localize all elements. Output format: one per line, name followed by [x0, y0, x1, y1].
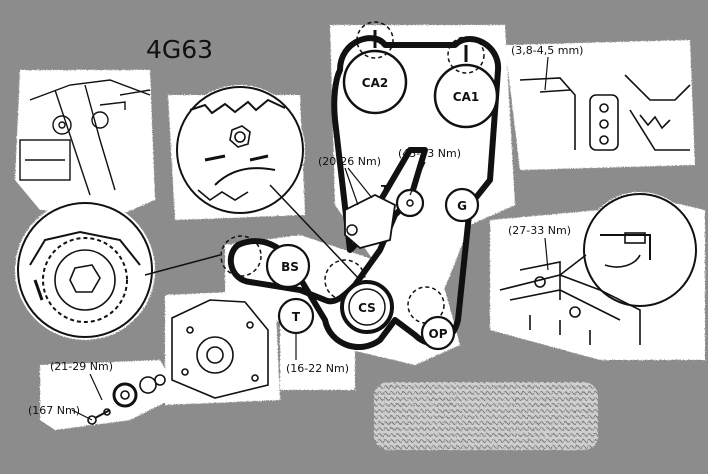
pulley-cs-label: CS: [358, 301, 376, 315]
torque-label-6: (167 Nm): [28, 404, 80, 417]
torque-label-1: (20-26 Nm): [318, 155, 381, 168]
pulley-ca1: CA1: [433, 36, 499, 129]
engine-title: 4G63: [146, 35, 213, 64]
torque-label-2: (43-53 Nm): [398, 147, 461, 160]
pulley-bs: BS: [220, 235, 311, 289]
torque-label-4: (27-33 Nm): [508, 224, 571, 237]
pulley-g-label: G: [457, 199, 467, 213]
leader-right: [559, 254, 587, 276]
upper-left-sketch: [19, 79, 151, 196]
magnifier-upper: [176, 86, 304, 214]
pulley-bs-label: BS: [281, 260, 299, 274]
pulley-tensioner-lower: T: [277, 297, 315, 335]
pulley-ca2: CA2: [342, 21, 408, 115]
torque-label-5: (21-29 Nm): [50, 360, 113, 373]
magnifier-left: [17, 202, 153, 338]
pulley-tensioner-lower-label: T: [292, 310, 301, 324]
label-leaders: [71, 56, 549, 421]
right-lower-detail: [499, 193, 697, 345]
pulley-ca2-label: CA2: [362, 76, 388, 90]
lower-left-parts: [87, 374, 166, 425]
leader-left: [144, 254, 221, 276]
gap-label: (3,8-4,5 mm): [511, 44, 583, 57]
right-top-detail: [519, 74, 691, 151]
pulley-tensioner-upper: T: [344, 183, 425, 249]
cover-housing: [171, 299, 269, 399]
torque-label-3: (16-22 Nm): [286, 362, 349, 375]
pulley-op: OP: [407, 286, 456, 351]
leader-upper: [269, 184, 361, 281]
pulley-ca1-label: CA1: [453, 90, 479, 104]
pulley-g: G: [444, 187, 480, 223]
pulley-tensioner-upper-label: T: [381, 183, 390, 197]
pulley-op-label: OP: [429, 327, 448, 341]
redacted-patch: [374, 382, 598, 450]
pulley-cs: CS: [324, 259, 394, 334]
